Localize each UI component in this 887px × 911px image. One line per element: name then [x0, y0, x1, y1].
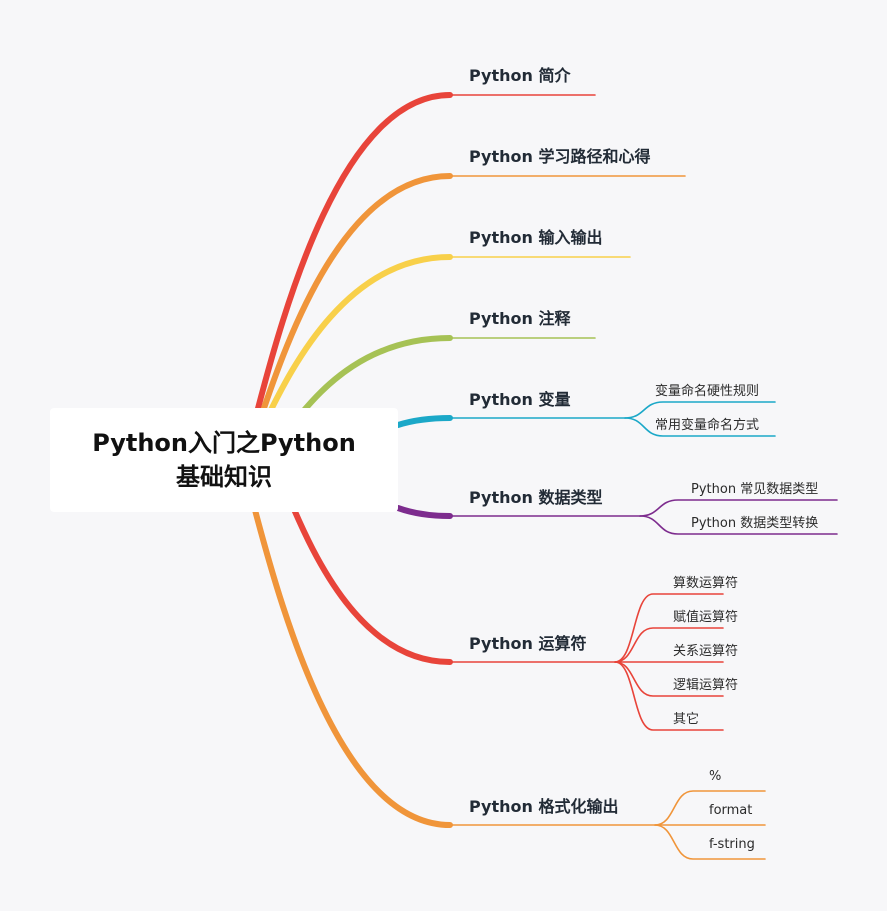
branch-connector: [252, 507, 453, 828]
branch-connector: [297, 335, 453, 418]
leaf-arithmetic-operators[interactable]: 算数运算符: [673, 576, 739, 591]
root-title: Python入门之Python 基础知识: [92, 429, 356, 491]
leaf-assignment-operators[interactable]: 赋值运算符: [673, 610, 739, 625]
branch-connector: [252, 92, 453, 423]
leaf-data-type-conversion[interactable]: Python 数据类型转换: [691, 516, 819, 531]
leaf-connector: [624, 417, 776, 437]
leaf-connector: [654, 824, 766, 860]
leaf-connector: [639, 499, 838, 517]
branch-variables[interactable]: Python 变量: [469, 390, 571, 409]
leaf-connector: [614, 661, 724, 731]
branch-operators[interactable]: Python 运算符: [469, 634, 587, 653]
branch-data-types[interactable]: Python 数据类型: [469, 488, 603, 507]
leaf-connector: [639, 515, 838, 535]
leaf-comparison-operators[interactable]: 关系运算符: [673, 644, 739, 659]
root-node[interactable]: Python入门之Python 基础知识: [50, 408, 398, 512]
leaf-connector: [614, 593, 724, 663]
leaf-percent-format[interactable]: %: [709, 769, 722, 784]
leaf-other-operators[interactable]: 其它: [673, 712, 700, 727]
branch-learning-path[interactable]: Python 学习路径和心得: [469, 147, 651, 166]
leaf-connector: [654, 790, 766, 826]
branch-connector: [395, 505, 453, 519]
branch-comments[interactable]: Python 注释: [469, 309, 571, 328]
branch-connector: [257, 173, 453, 423]
branch-connector: [287, 497, 453, 665]
branch-format-output[interactable]: Python 格式化输出: [469, 797, 619, 816]
branch-connector: [263, 254, 453, 423]
leaf-connector: [614, 661, 724, 697]
leaf-f-string[interactable]: f-string: [709, 837, 755, 852]
leaf-common-data-types[interactable]: Python 常见数据类型: [691, 482, 819, 497]
leaf-logical-operators[interactable]: 逻辑运算符: [673, 678, 739, 693]
leaf-variable-naming-rules[interactable]: 变量命名硬性规则: [655, 384, 760, 399]
leaf-format-method[interactable]: format: [709, 803, 753, 818]
leaf-variable-naming-styles[interactable]: 常用变量命名方式: [655, 418, 760, 433]
branch-connector: [395, 415, 453, 428]
leaf-connector: [624, 401, 776, 419]
leaf-connector: [614, 627, 724, 663]
branch-python-intro[interactable]: Python 简介: [469, 66, 571, 85]
branch-input-output[interactable]: Python 输入输出: [469, 228, 603, 247]
